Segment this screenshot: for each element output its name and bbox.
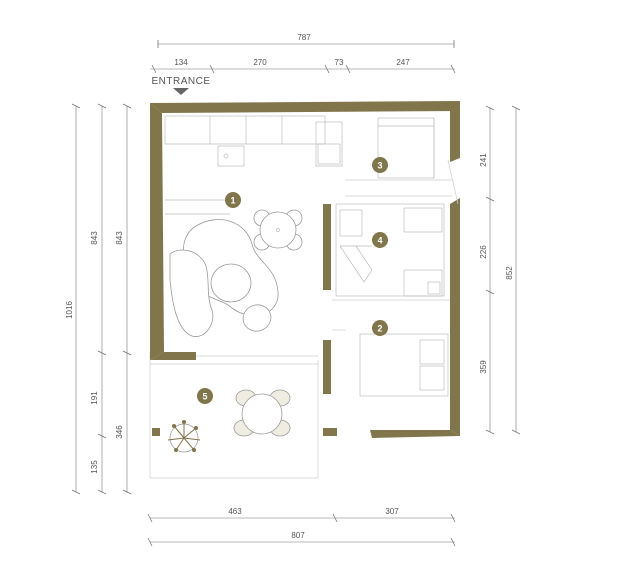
terrace-post xyxy=(152,428,160,436)
dim-left-a-2: 191 xyxy=(90,391,99,405)
entrance-label: ENTRANCE xyxy=(151,76,210,87)
lounge-area xyxy=(169,219,279,337)
dim-left-b-1: 843 xyxy=(115,231,124,245)
dim-top-seg-3: 73 xyxy=(335,58,344,67)
room-number-5: 5 xyxy=(202,392,207,402)
dim-bottom-seg-1: 463 xyxy=(228,507,242,516)
room-badge-2: 2 xyxy=(372,320,388,336)
dim-right-2: 226 xyxy=(479,245,488,259)
room-number-1: 1 xyxy=(230,196,235,206)
room-3-area xyxy=(345,117,459,205)
dim-left-outer: 1016 xyxy=(65,301,74,319)
kitchen-area xyxy=(164,115,343,215)
entrance-marker: ENTRANCE xyxy=(151,76,210,95)
room-number-4: 4 xyxy=(377,236,382,246)
plant-icon xyxy=(167,420,201,453)
dim-left-b-2: 346 xyxy=(115,425,124,439)
dim-bottom-total: 807 xyxy=(291,531,305,540)
dim-top-seg-1: 134 xyxy=(174,58,188,67)
entrance-arrow-icon xyxy=(173,88,189,95)
room-4-bathroom xyxy=(335,203,445,297)
room-badge-4: 4 xyxy=(372,232,388,248)
terrace-dining-set xyxy=(233,389,291,437)
right-dimensions: 241 226 359 852 xyxy=(479,105,521,435)
terrace-outline xyxy=(149,352,319,479)
walls xyxy=(150,101,460,438)
dim-right-total: 852 xyxy=(505,266,514,280)
left-dimensions: 1016 843 191 135 843 346 xyxy=(65,103,132,495)
room-badge-1: 1 xyxy=(225,192,241,208)
dim-right-3: 359 xyxy=(479,360,488,374)
top-dimensions: 787 134 270 73 247 xyxy=(150,33,456,74)
dim-top-total: 787 xyxy=(297,33,311,42)
room-2-bedroom xyxy=(332,299,450,397)
room-number-3: 3 xyxy=(377,161,382,171)
dim-left-a-1: 843 xyxy=(90,231,99,245)
room-badge-3: 3 xyxy=(372,157,388,173)
room-badge-5: 5 xyxy=(197,388,213,404)
dim-left-a-3: 135 xyxy=(90,460,99,474)
room-number-2: 2 xyxy=(377,324,382,334)
bottom-dimensions: 463 307 807 xyxy=(147,507,456,547)
dining-table-1 xyxy=(253,209,303,251)
dim-right-1: 241 xyxy=(479,153,488,167)
dim-top-seg-4: 247 xyxy=(396,58,410,67)
dim-top-seg-2: 270 xyxy=(253,58,267,67)
dim-bottom-seg-2: 307 xyxy=(385,507,399,516)
